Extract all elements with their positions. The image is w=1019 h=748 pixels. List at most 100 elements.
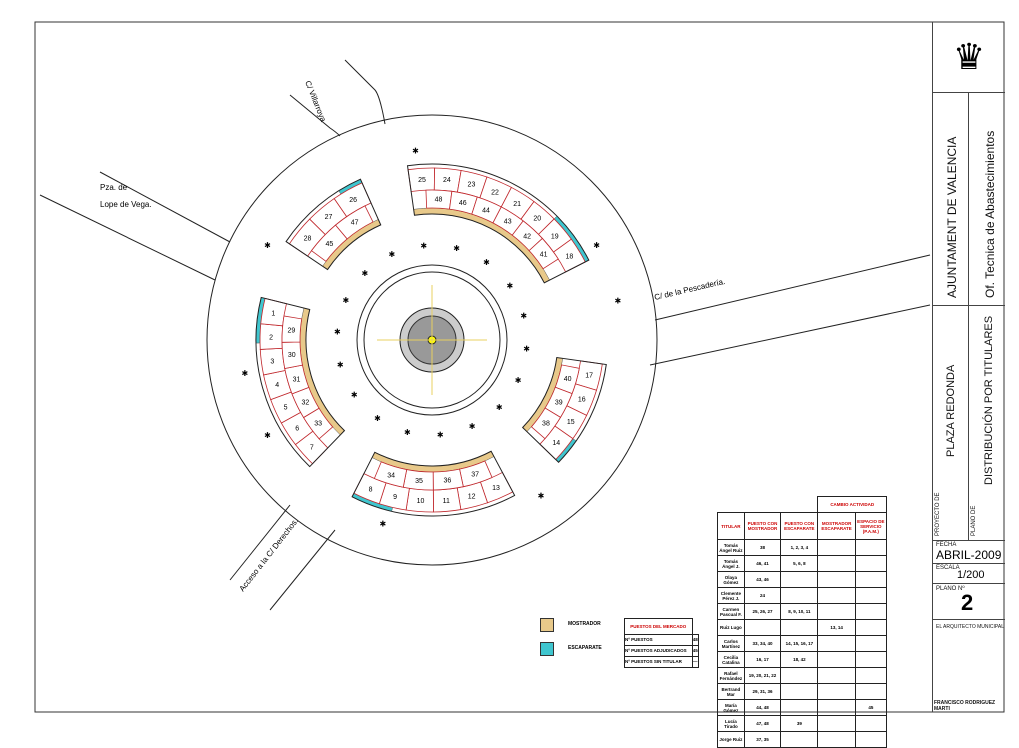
table-cell [780, 667, 819, 684]
table-cell: Olaya Gómez [717, 571, 745, 588]
plaza-outer-circle [206, 114, 658, 566]
stall-number: 38 [542, 421, 550, 428]
stall-number: 5 [284, 404, 288, 411]
scale-label: ESCALA [936, 565, 960, 571]
stall-47[interactable] [335, 205, 374, 240]
tree-icon: ✱ [337, 361, 344, 370]
tree-icon: ✱ [496, 403, 503, 412]
table-cell: Rafael Fernández [717, 667, 745, 684]
table-cell [854, 635, 888, 652]
tree-icon: ✱ [523, 344, 530, 353]
tree-icon: ✱ [593, 241, 600, 250]
table-cell [854, 587, 888, 604]
table-cell: 14, 15, 16, 17 [780, 635, 819, 652]
axis-lines [377, 285, 487, 395]
table-cell: 44, 48 [743, 699, 782, 716]
stall-number: 36 [444, 478, 452, 485]
stall-number: 42 [523, 233, 531, 240]
stall-number: 8 [369, 486, 373, 493]
city-crest-logo: ♛ [933, 22, 1005, 93]
tree-icon: ✱ [361, 269, 368, 278]
table-row: Clemente Pérez J.24 [717, 587, 888, 604]
summary-cell: — [691, 655, 700, 668]
summary-title: PUESTOS DEL MERCADO [624, 618, 693, 635]
summary-row: Nº PUESTOS SIN TITULAR— [624, 655, 700, 668]
stall-number: 16 [578, 397, 586, 404]
table-cell: 24 [743, 587, 782, 604]
table-cell: 39 [780, 715, 819, 732]
table-cell [780, 587, 819, 604]
tree-icon: ✱ [351, 390, 358, 399]
table-cell [854, 539, 888, 556]
tree-icon: ✱ [242, 369, 249, 378]
plan-label: PLANO DE [971, 505, 977, 536]
table-cell: Ruiz Lugo [717, 619, 745, 636]
tree-icon: ✱ [388, 250, 395, 259]
project-name: PLAZA REDONDA [945, 364, 957, 457]
stall-number: 24 [443, 177, 451, 184]
table-cell: Carlos Martínez [717, 635, 745, 652]
drawing-frame [34, 21, 1005, 713]
tree-icon: ✱ [614, 296, 621, 305]
table-cell: Jorge Ruiz [717, 731, 745, 748]
architect-label: EL ARQUITECTO MUNICIPAL [936, 624, 1004, 630]
stall-number: 29 [287, 327, 295, 334]
column-header: ESPACIO DE SERVICIO (P.A.M.) [854, 512, 888, 540]
tree-icon: ✱ [420, 241, 427, 250]
table-cell: Bertrand Mar [717, 683, 745, 700]
table-cell: Tomás Ángel J. [717, 555, 745, 572]
column-header: PUESTO CON ESCAPARATE [780, 512, 819, 540]
summary-cell: 48 [691, 633, 700, 646]
block-outline [285, 178, 382, 271]
table-cell: 38 [743, 539, 782, 556]
stall-number: 25 [418, 177, 426, 184]
table-cell: 5, 6, 8 [780, 555, 819, 572]
stall-number: 32 [301, 399, 309, 406]
stall-number: 45 [325, 241, 333, 248]
tree-icon: ✱ [412, 147, 419, 156]
block-outline [351, 450, 516, 517]
stall-number: 6 [295, 426, 299, 433]
stall-number: 40 [564, 376, 572, 383]
legend-label-mostrador: MOSTRADOR [568, 621, 601, 627]
stall-number: 46 [459, 200, 467, 207]
block-outline [521, 356, 607, 463]
table-cell: Clemente Pérez J. [717, 587, 745, 604]
table-cell [817, 587, 856, 604]
tree-icon: ✱ [379, 520, 386, 529]
tree-icon: ✱ [437, 431, 444, 440]
table-cell [854, 683, 888, 700]
group-header: CAMBIO ACTIVIDAD [817, 496, 887, 513]
table-cell: 43, 46 [743, 571, 782, 588]
stall-41[interactable] [528, 237, 559, 270]
street-label-lope-2: Lope de Vega. [100, 200, 152, 209]
stall-29[interactable] [281, 315, 303, 343]
summary-cell: Nº PUESTOS ADJUDICADOS [624, 644, 693, 657]
table-cell [854, 603, 888, 620]
table-cell: Lucía Tirado [717, 715, 745, 732]
stall-number: 15 [567, 419, 575, 426]
stall-number: 39 [555, 399, 563, 406]
table-cell: 18, 42 [780, 651, 819, 668]
table-cell: 45 [854, 699, 888, 716]
stall-34[interactable] [373, 461, 408, 488]
stall-38[interactable] [530, 407, 562, 440]
table-cell: 19, 20, 21, 22 [743, 667, 782, 684]
column-header: TITULAR [717, 512, 745, 540]
table-cell [854, 571, 888, 588]
table-cell [817, 635, 856, 652]
table-cell: María Gómez [717, 699, 745, 716]
table-cell [854, 731, 888, 748]
table-cell [854, 715, 888, 732]
table-cell [817, 667, 856, 684]
table-cell: 1, 2, 3, 4 [780, 539, 819, 556]
